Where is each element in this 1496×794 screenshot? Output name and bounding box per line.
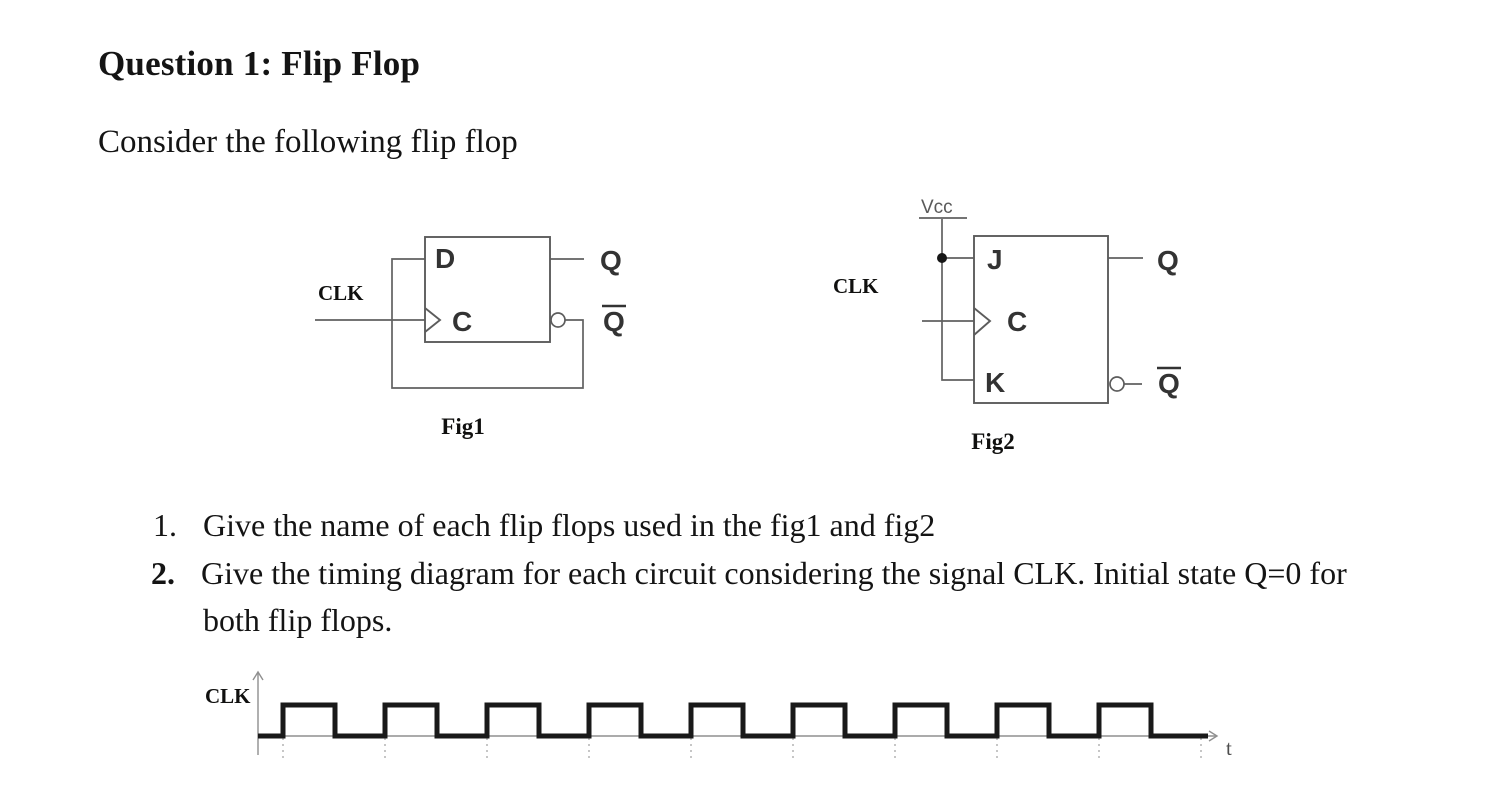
fig2-clk-label: CLK bbox=[833, 274, 879, 298]
timing-x-axis-arrow-icon bbox=[1208, 730, 1219, 742]
timing-y-axis-arrow-icon bbox=[252, 670, 264, 681]
fig1-pin-qbar: Q bbox=[603, 306, 625, 337]
question-number: 1. bbox=[153, 507, 177, 543]
fig1-pin-d: D bbox=[435, 243, 455, 274]
question-text: Give the name of each flip flops used in… bbox=[203, 507, 936, 543]
question-item-1: 1. Give the name of each flip flops used … bbox=[153, 507, 935, 544]
timing-tick-marks bbox=[282, 738, 1202, 758]
fig2-pin-j: J bbox=[987, 244, 1003, 275]
question-number: 2. bbox=[151, 555, 175, 591]
fig2-caption: Fig2 bbox=[971, 429, 1014, 454]
question-item-2: 2. Give the timing diagram for each circu… bbox=[151, 555, 1347, 592]
fig2-pin-c: C bbox=[1007, 306, 1027, 337]
fig2-vcc-to-k-wire bbox=[941, 219, 974, 381]
fig2-jk-flipflop-diagram: Vcc J C K Q Q CLK Fig2 bbox=[833, 197, 1181, 454]
fig1-pin-q: Q bbox=[600, 245, 622, 276]
clk-timing-diagram: CLK t bbox=[205, 670, 1232, 760]
fig2-vcc-label: Vcc bbox=[921, 197, 953, 218]
fig1-d-flipflop-diagram: D C Q Q CLK Fig1 bbox=[315, 236, 626, 439]
fig1-clock-triangle-icon bbox=[424, 307, 442, 333]
fig2-flipflop-box bbox=[973, 235, 1109, 404]
fig2-pin-qbar: Q bbox=[1158, 368, 1180, 399]
question-title: Question 1: Flip Flop bbox=[98, 44, 421, 83]
fig2-junction-dot bbox=[937, 253, 947, 263]
fig1-pin-c: C bbox=[452, 306, 472, 337]
fig2-clock-triangle-icon bbox=[973, 307, 992, 336]
fig1-flipflop-box bbox=[424, 236, 551, 343]
fig1-feedback-wire bbox=[391, 258, 584, 389]
question-text: both flip flops. bbox=[203, 602, 393, 638]
fig2-pin-k: K bbox=[985, 367, 1005, 398]
timing-t-label: t bbox=[1226, 736, 1232, 760]
fig1-qbar-bubble-icon bbox=[550, 312, 566, 328]
fig2-pin-q: Q bbox=[1157, 245, 1179, 276]
fig1-clk-label: CLK bbox=[318, 281, 364, 305]
clk-waveform bbox=[258, 702, 1208, 739]
fig1-caption: Fig1 bbox=[441, 414, 484, 439]
intro-text: Consider the following flip flop bbox=[98, 124, 518, 160]
question-text: Give the timing diagram for each circuit… bbox=[201, 555, 1347, 591]
question-item-2-continued: both flip flops. bbox=[203, 602, 392, 639]
fig2-qbar-bubble-icon bbox=[1109, 376, 1125, 392]
timing-clk-label: CLK bbox=[205, 684, 251, 708]
